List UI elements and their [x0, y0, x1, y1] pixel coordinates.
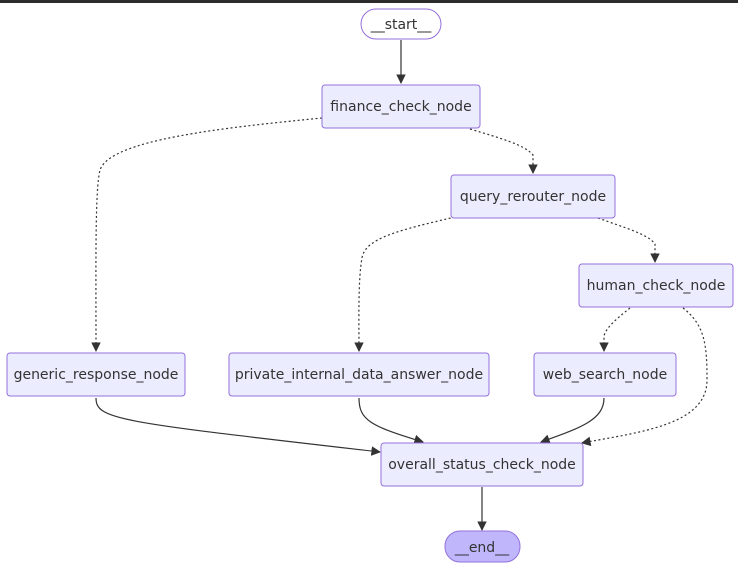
nodes: __start__ finance_check_node query_rerou…	[6, 8, 734, 563]
node-private-internal-data-answer[interactable]: private_internal_data_answer_node	[228, 352, 490, 397]
node-start[interactable]: __start__	[360, 8, 442, 40]
node-generic-response[interactable]: generic_response_node	[6, 352, 186, 397]
edge-web-search-to-overall-status	[540, 397, 605, 444]
node-human-check-label: human_check_node	[587, 278, 726, 294]
edge-query-rerouter-to-human-check	[597, 217, 660, 263]
node-overall-status-check[interactable]: overall_status_check_node	[380, 442, 584, 487]
node-overall-status-check-label: overall_status_check_node	[388, 457, 576, 473]
top-border	[0, 0, 738, 3]
node-end[interactable]: __end__	[444, 530, 521, 563]
node-query-rerouter[interactable]: query_rerouter_node	[450, 174, 616, 219]
node-web-search-label: web_search_node	[543, 367, 667, 383]
node-finance-check[interactable]: finance_check_node	[321, 84, 481, 129]
edges	[91, 40, 708, 531]
node-private-internal-data-answer-label: private_internal_data_answer_node	[235, 367, 483, 383]
node-generic-response-label: generic_response_node	[14, 367, 179, 383]
edge-finance-check-to-query-rerouter	[469, 128, 538, 174]
edge-finance-check-to-generic-response	[91, 117, 323, 352]
node-finance-check-label: finance_check_node	[330, 99, 471, 115]
node-query-rerouter-label: query_rerouter_node	[460, 189, 606, 205]
edge-query-rerouter-to-private-answer	[354, 216, 456, 352]
node-web-search[interactable]: web_search_node	[533, 352, 677, 397]
edge-generic-response-to-overall-status	[95, 397, 381, 456]
edge-human-check-to-web-search	[599, 307, 631, 352]
edge-private-answer-to-overall-status	[358, 397, 424, 445]
node-end-label: __end__	[454, 540, 510, 556]
node-human-check[interactable]: human_check_node	[578, 263, 734, 308]
node-start-label: __start__	[370, 17, 433, 33]
